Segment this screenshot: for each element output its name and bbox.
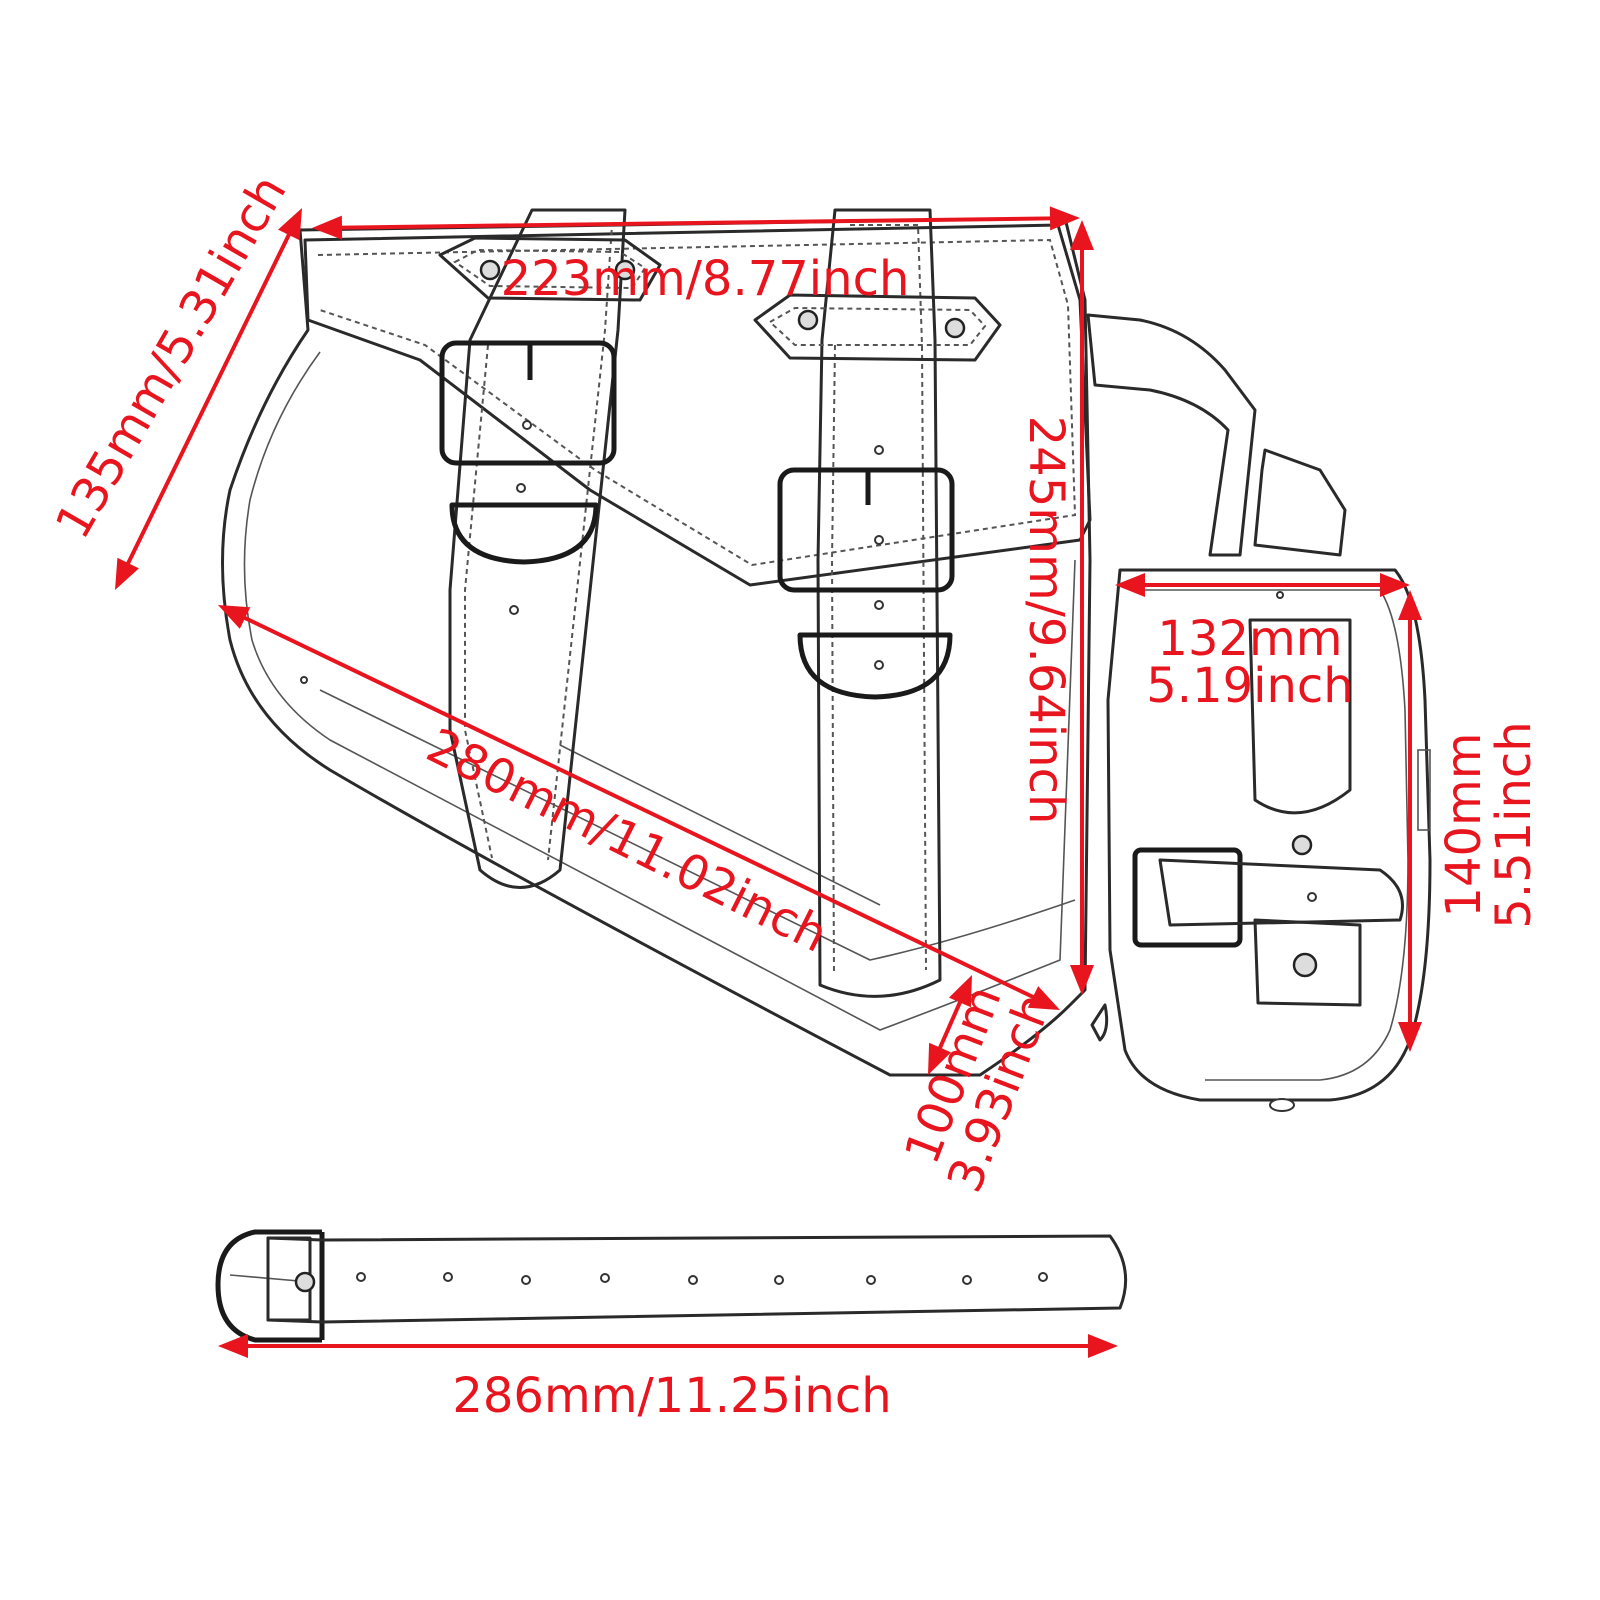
pouch-width-arrow-head-start xyxy=(1115,573,1145,597)
left-strap-keeper xyxy=(438,236,662,302)
pouch-width-label: 132mm 5.19inch xyxy=(1146,611,1353,714)
loose-strap-body xyxy=(266,1234,1128,1324)
strap-length-arrow-head-start xyxy=(218,1334,248,1358)
pouch-buckle xyxy=(1132,847,1243,948)
main-width-arrow-head-end xyxy=(1049,206,1080,231)
right-strap-keeper xyxy=(753,293,1002,362)
main-height-arrow xyxy=(1070,220,1094,995)
loose-strap-buckle xyxy=(215,1229,322,1343)
pouch-tongue-strap xyxy=(1248,618,1352,815)
main-saddlebag-drawing xyxy=(221,208,1092,1077)
pouch-height-inch: 5.51inch xyxy=(1486,721,1542,928)
flap-side-arrow-head-end xyxy=(115,557,139,590)
flap-side-label: 135mm/5.31inch xyxy=(45,166,298,548)
main-height-arrow-head-end xyxy=(1070,965,1094,995)
bottom-depth-arrow-head-end xyxy=(928,1042,952,1075)
main-width-arrow-line xyxy=(335,216,1057,230)
flap-stitching xyxy=(317,238,1077,567)
loose-strap-drawing xyxy=(215,1229,1128,1343)
main-height-label: 245mm/9.64inch xyxy=(1018,416,1074,825)
main-diagonal-arrow xyxy=(218,605,1060,1010)
main-height-arrow-head-start xyxy=(1070,220,1094,250)
bottom-depth-arrow-line xyxy=(935,996,965,1054)
flap-side-arrow xyxy=(115,208,302,590)
flap-side-arrow-head-start xyxy=(278,208,302,241)
main-width-arrow-head-start xyxy=(312,215,343,240)
pouch-width-mm: 132mm xyxy=(1157,611,1342,667)
main-bag-body xyxy=(221,216,1092,1077)
bottom-depth-arrow xyxy=(928,975,972,1075)
strap-length-arrow-head-end xyxy=(1088,1334,1118,1358)
left-strap xyxy=(448,208,627,889)
main-width-label: 223mm/8.77inch xyxy=(501,251,910,307)
main-bag-inner-panel xyxy=(243,351,1076,1031)
main-diagonal-label: 280mm/11.02inch xyxy=(418,718,836,964)
left-d-ring xyxy=(449,502,599,565)
pouch-front-strap xyxy=(1158,858,1404,927)
flap-side-arrow-line xyxy=(123,228,294,570)
right-d-ring xyxy=(797,632,953,700)
main-diagonal-arrow-head-end xyxy=(1027,986,1060,1010)
pouch-height-arrow-head-start xyxy=(1398,590,1422,620)
right-strap xyxy=(816,208,942,998)
strap-length-label: 286mm/11.25inch xyxy=(452,1368,891,1424)
main-diagonal-arrow-head-start xyxy=(218,605,251,629)
pouch-width-arrow xyxy=(1115,573,1410,597)
pouch-height-arrow xyxy=(1398,590,1422,1052)
main-width-arrow xyxy=(312,206,1080,240)
bottom-depth-arrow-head-start xyxy=(948,975,972,1008)
side-pouch-drawing xyxy=(1086,313,1432,1112)
main-diagonal-arrow-line xyxy=(238,613,1040,1002)
main-bag-flap xyxy=(303,223,1092,587)
dimension-arrows xyxy=(115,206,1422,1358)
pouch-height-mm: 140mm xyxy=(1436,732,1492,917)
pouch-width-inch: 5.19inch xyxy=(1146,658,1353,714)
pouch-mounting-strap xyxy=(1086,313,1257,557)
strap-length-arrow xyxy=(218,1334,1118,1358)
pouch-width-arrow-head-end xyxy=(1380,573,1410,597)
pouch-height-label: 140mm 5.51inch xyxy=(1436,721,1542,928)
pouch-height-arrow-head-end xyxy=(1398,1022,1422,1052)
bottom-depth-label: 100mm 3.93inch xyxy=(894,978,1063,1199)
